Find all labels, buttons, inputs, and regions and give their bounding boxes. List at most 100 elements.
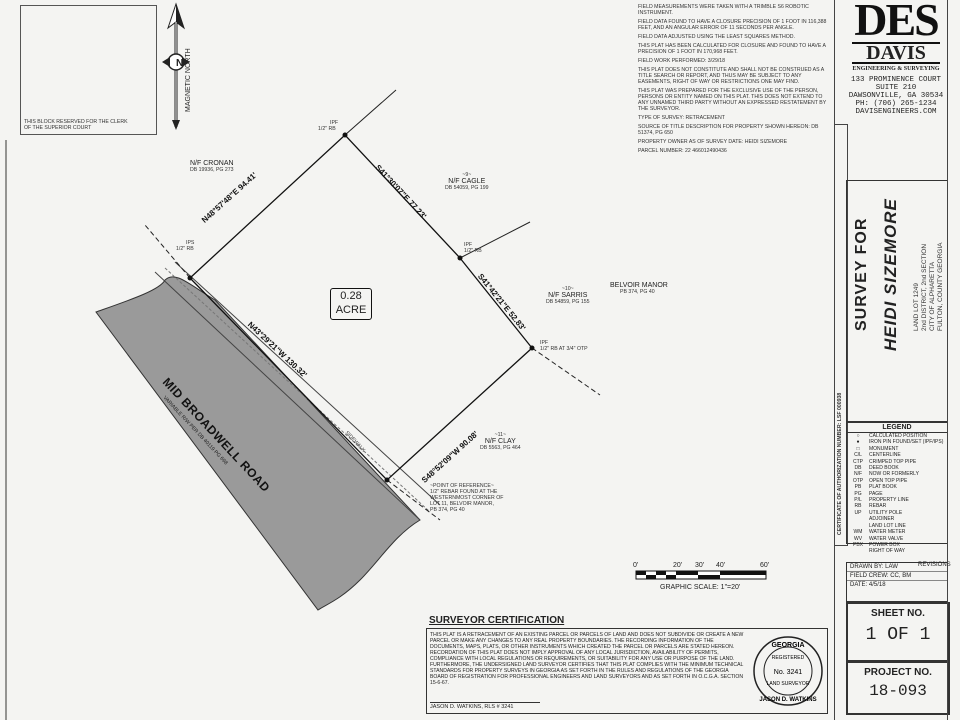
parcel-boundary <box>189 134 533 481</box>
legend-label: MONUMENT <box>869 445 899 452</box>
company-website: DAVISENGINEERS.COM <box>855 108 937 116</box>
client-name: HEIDI SIZEMORE <box>881 198 900 351</box>
iron-pin-icon <box>457 255 463 261</box>
scale-tick: 0' <box>633 562 639 569</box>
legend-row: ○CALCULATED POSITION <box>847 433 947 439</box>
legend-row: ● IRON PIN FOUND/SET (IPF/IPS) <box>847 439 947 445</box>
drawn-by: DRAWN BY: LAW <box>847 563 947 572</box>
note: FIELD DATA ADJUSTED USING THE LEAST SQUA… <box>638 34 795 40</box>
legend-symbol: WM <box>853 529 863 536</box>
legend-symbol: DB <box>854 465 862 472</box>
legend-symbol: RB <box>854 503 862 510</box>
certification-body: THIS PLAT IS A RETRACEMENT OF AN EXISTIN… <box>430 632 744 686</box>
note: FIELD DATA FOUND TO HAVE A CLOSURE PRECI… <box>638 19 827 31</box>
legend-row: DB DEED BOOK <box>847 465 947 471</box>
field-crew: FIELD CREW: CC, BM <box>847 572 947 581</box>
seal-sub: LAND SURVEYOR <box>767 681 810 687</box>
legend: LEGEND ○CALCULATED POSITION●IRON PIN FOU… <box>846 422 948 554</box>
legend-label: IRON PIN FOUND/SET (IPF/IPS) <box>869 439 944 446</box>
acre-unit: ACRE <box>335 304 367 316</box>
project-number-box: PROJECT NO. 18-093 <box>846 661 950 715</box>
note: TYPE OF SURVEY: RETRACEMENT <box>638 115 725 121</box>
legend-label: PLAT BOOK <box>869 484 897 491</box>
general-notes: FIELD MEASUREMENTS WERE TAKEN WITH A TRI… <box>638 4 834 157</box>
seal-name: JASON D. WATKINS <box>759 697 816 703</box>
legend-row: N/F NOW OR FORMERLY <box>847 471 947 477</box>
legend-row: RIGHT OF WAY <box>847 548 947 554</box>
certification-title: SURVEYOR CERTIFICATION <box>429 615 565 626</box>
legend-symbol: CTP <box>853 458 863 465</box>
legend-label: LAND LOT LINE <box>869 522 906 529</box>
scale-caption: GRAPHIC SCALE: 1"=20' <box>660 584 741 591</box>
adjoiner-belvoir: BELVOIR MANOR PB 374, PG 40 <box>610 282 668 295</box>
legend-label: NOW OR FORMERLY <box>869 471 919 478</box>
note: THIS PLAT DOES NOT CONSTITUTE AND SHALL … <box>638 67 824 85</box>
sheet-number-box: SHEET NO. 1 OF 1 <box>846 602 950 662</box>
legend-symbol: OTP <box>852 477 864 484</box>
legend-symbol <box>847 548 869 554</box>
surveyor-certification: SURVEYOR CERTIFICATION THIS PLAT IS A RE… <box>426 615 828 714</box>
legend-label: UTILITY POLE <box>869 509 903 516</box>
legend-label: PAGE <box>869 490 883 497</box>
seal-top: GEORGIA <box>771 642 804 649</box>
legend-label: DEED BOOK <box>869 465 899 472</box>
boundary-extension <box>531 347 601 396</box>
legend-label: CRIMPED TOP PIPE <box>869 458 917 465</box>
iron-pin-icon <box>384 477 390 483</box>
scale-tick: 20' <box>673 562 683 569</box>
legend-row: ADJOINER <box>847 516 947 522</box>
legend-symbol: N/F <box>853 471 863 478</box>
company-phone: PH: (706) 265-1234 <box>855 100 937 108</box>
certificate-of-authorization: CERTIFICATE OF AUTHORIZATION NUMBER: LSF… <box>837 392 843 535</box>
legend-symbol: WV <box>853 535 863 542</box>
legend-symbol: UP <box>854 509 862 516</box>
road-edge-line <box>154 271 421 521</box>
graphic-scale-bar <box>635 570 767 580</box>
scale-tick: 40' <box>716 562 726 569</box>
north-letter: N <box>176 58 184 69</box>
project-label: PROJECT NO. <box>864 667 932 678</box>
survey-for-label: SURVEY FOR <box>853 217 870 331</box>
surveyor-seal: GEORGIA REGISTERED No. 3241 LAND SURVEYO… <box>753 636 823 706</box>
scale-tick: 30' <box>695 562 705 569</box>
legend-label: REBAR <box>869 503 887 510</box>
legend-row: RB REBAR <box>847 503 947 509</box>
company-address: DAWSONVILLE, GA 30534 <box>848 92 944 100</box>
revisions-label: REVISIONS <box>918 562 951 568</box>
company-address: SUITE 210 <box>875 84 917 92</box>
sidewalk-line <box>164 267 431 513</box>
scale-tick: 60' <box>760 562 770 569</box>
legend-symbol: P/L <box>854 497 862 504</box>
note: FIELD MEASUREMENTS WERE TAKEN WITH A TRI… <box>638 4 809 16</box>
acreage-box: 0.28 ACRE <box>330 288 372 320</box>
legend-row: UP UTILITY POLE <box>847 510 947 516</box>
sheet-right-border <box>947 0 948 720</box>
title-block-divider <box>834 0 835 720</box>
note: THIS PLAT WAS PREPARED FOR THE EXCLUSIVE… <box>638 88 827 112</box>
seal-registered: REGISTERED <box>772 655 805 661</box>
legend-symbol: C/L <box>854 452 862 459</box>
adjoiner-sarris: ~10~ N/F SARRIS DB 54859, PG 155 <box>546 286 590 305</box>
note: PARCEL NUMBER: 22 466012490436 <box>638 148 727 154</box>
plan-drawing <box>5 89 767 720</box>
legend-symbol: PBX <box>852 541 863 548</box>
legend-label: CALCULATED POSITION <box>869 433 927 439</box>
company-logo: DES DAVIS ENGINEERING & SURVEYING 133 PR… <box>846 0 946 124</box>
surveyor-signature: JASON D. WATKINS, RLS # 3241 <box>430 702 540 710</box>
sheet-label: SHEET NO. <box>871 608 925 619</box>
boundary-extension <box>344 89 397 136</box>
legend-symbol: ● <box>856 439 860 446</box>
boundary-extension <box>459 221 531 259</box>
legend-label: RIGHT OF WAY <box>869 548 906 555</box>
drawn-date: DATE: 4/5/18 <box>850 582 886 588</box>
legend-label: PROPERTY LINE <box>869 497 909 504</box>
legend-rows: ○CALCULATED POSITION● IRON PIN FOUND/SET … <box>847 433 947 555</box>
